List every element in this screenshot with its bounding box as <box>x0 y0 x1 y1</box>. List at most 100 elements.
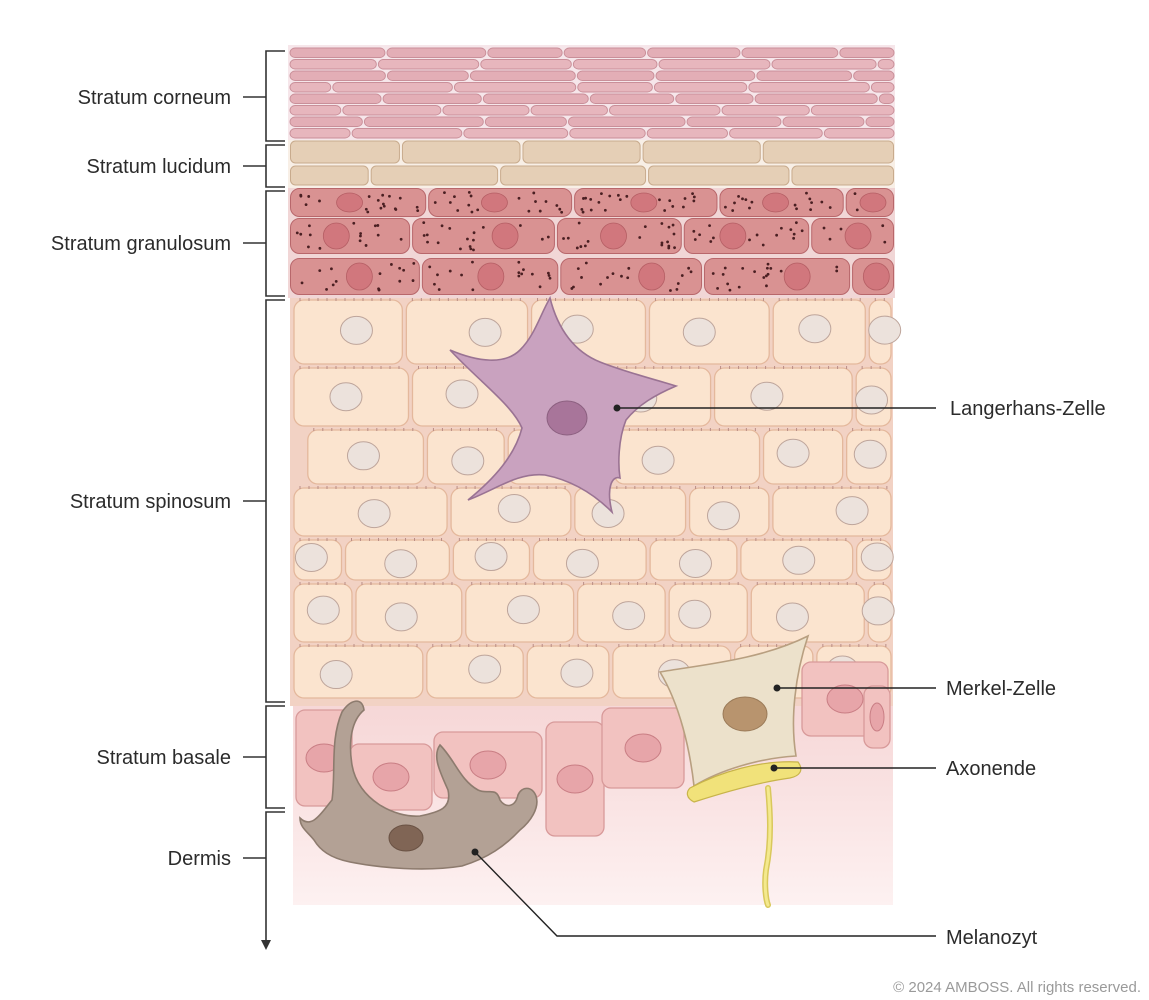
cell-nucleus <box>859 192 887 213</box>
cell-nucleus <box>719 222 747 250</box>
keratohyalin-granule <box>416 209 420 213</box>
keratohyalin-granule <box>469 194 473 198</box>
keratohyalin-granule <box>382 202 385 206</box>
keratohyalin-granule <box>660 241 664 245</box>
cell-nucleus <box>565 548 599 578</box>
cell-nucleus <box>339 315 373 345</box>
keratohyalin-granule <box>680 274 684 277</box>
keratohyalin-granule <box>580 276 583 279</box>
keratohyalin-granule <box>766 262 770 266</box>
cell-nucleus <box>445 379 479 409</box>
keratohyalin-granule <box>334 280 338 283</box>
keratohyalin-granule <box>428 265 432 269</box>
cell-nucleus <box>357 499 391 529</box>
corneocyte <box>563 47 647 58</box>
keratohyalin-granule <box>299 232 303 236</box>
corneocyte <box>655 70 756 81</box>
corneocyte <box>756 70 853 81</box>
keratohyalin-granule <box>558 207 562 211</box>
corneocyte <box>332 82 453 93</box>
corneocyte <box>487 47 563 58</box>
keratohyalin-granule <box>667 225 671 229</box>
corneocyte <box>480 59 572 70</box>
corneocyte <box>589 93 675 104</box>
keratohyalin-granule <box>580 208 584 211</box>
keratohyalin-granule <box>711 272 715 275</box>
keratohyalin-granule <box>300 281 304 285</box>
keratohyalin-granule <box>810 201 813 205</box>
keratohyalin-granule <box>626 276 630 280</box>
keratohyalin-granule <box>376 224 380 227</box>
keratohyalin-granule <box>584 196 588 200</box>
keratohyalin-granule <box>411 279 415 282</box>
corneocyte <box>647 47 741 58</box>
keratohyalin-granule <box>415 205 419 209</box>
corneocyte <box>484 116 567 127</box>
cell-nucleus <box>641 445 675 475</box>
cell-nucleus <box>497 494 531 524</box>
cell-nucleus <box>798 314 832 344</box>
corneocyte <box>351 128 463 139</box>
corneocyte <box>572 59 658 70</box>
cell-nucleus <box>860 542 894 572</box>
keratohyalin-granule <box>579 245 583 248</box>
lucidum-cell <box>522 140 641 164</box>
keratinocyte <box>772 487 892 537</box>
keratohyalin-granule <box>603 208 607 212</box>
label-stratum-granulosum: Stratum granulosum <box>51 233 231 255</box>
corneocyte <box>686 116 782 127</box>
keratohyalin-granule <box>426 240 429 244</box>
keratohyalin-granule <box>805 191 808 195</box>
keratohyalin-granule <box>367 195 371 198</box>
keratohyalin-granule <box>671 205 675 208</box>
keratohyalin-granule <box>769 266 773 270</box>
cell-nucleus <box>855 385 889 415</box>
keratohyalin-granule <box>638 236 642 239</box>
keratohyalin-granule <box>820 200 824 204</box>
lucidum-cell <box>500 165 647 186</box>
corneocyte <box>658 59 771 70</box>
corneocyte <box>289 105 342 116</box>
corneocyte <box>754 93 878 104</box>
keratohyalin-granule <box>433 201 437 204</box>
keratohyalin-granule <box>693 238 697 241</box>
keratohyalin-granule <box>472 248 475 252</box>
keratohyalin-granule <box>839 227 843 231</box>
keratohyalin-granule <box>808 197 812 201</box>
cell-nucleus <box>844 222 872 250</box>
keratohyalin-granule <box>527 209 531 213</box>
cell-nucleus <box>306 595 340 625</box>
corneocyte <box>386 70 469 81</box>
keratohyalin-granule <box>855 208 859 212</box>
keratohyalin-granule <box>753 270 756 274</box>
keratohyalin-granule <box>582 197 585 200</box>
keratohyalin-granule <box>616 193 620 197</box>
keratohyalin-granule <box>716 286 719 290</box>
keratohyalin-granule <box>538 285 542 289</box>
keratohyalin-granule <box>299 194 303 198</box>
keratohyalin-granule <box>318 269 322 273</box>
keratohyalin-granule <box>765 266 769 270</box>
cell-nucleus <box>861 596 895 626</box>
keratohyalin-granule <box>800 229 804 233</box>
keratohyalin-granule <box>402 268 406 272</box>
keratohyalin-granule <box>548 276 552 280</box>
keratohyalin-granule <box>828 206 832 209</box>
keratohyalin-granule <box>517 274 521 278</box>
lucidum-cell <box>290 165 369 186</box>
keratohyalin-granule <box>883 240 887 244</box>
cell-nucleus <box>294 543 328 573</box>
keratohyalin-granule <box>530 272 534 276</box>
label-melanocyte: Melanozyt <box>946 927 1038 949</box>
keratohyalin-granule <box>755 233 759 237</box>
cell-nucleus <box>477 262 505 291</box>
keratohyalin-granule <box>748 206 751 210</box>
cell-nucleus <box>862 262 890 291</box>
cell-nucleus <box>776 438 810 468</box>
keratohyalin-granule <box>560 210 564 214</box>
corneocyte <box>442 105 530 116</box>
keratohyalin-granule <box>359 234 362 238</box>
keratohyalin-granule <box>589 208 593 212</box>
keratohyalin-granule <box>663 209 667 212</box>
